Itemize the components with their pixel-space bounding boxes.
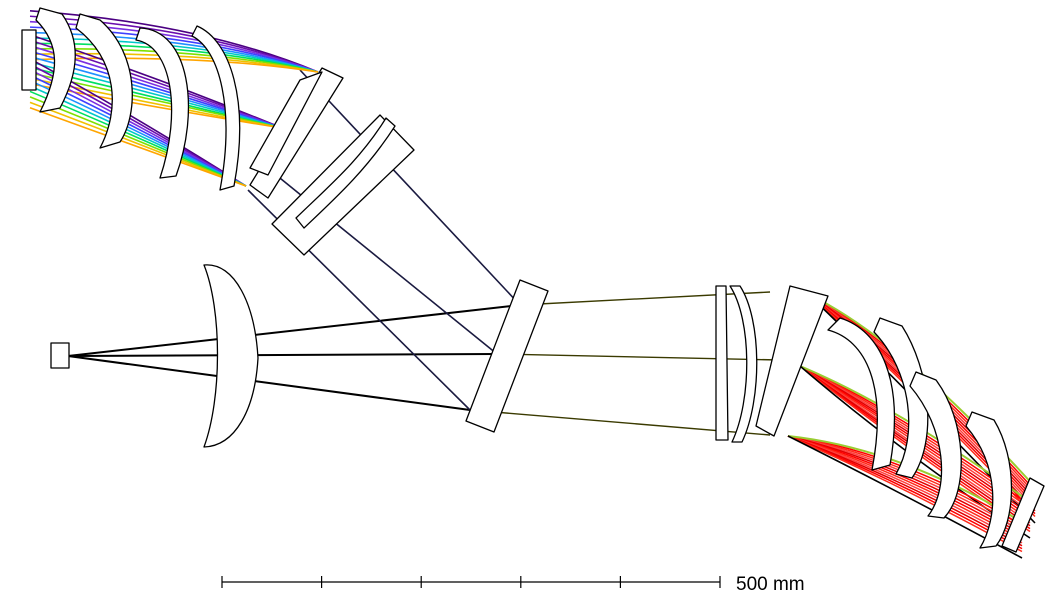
object-source-box <box>50 342 70 369</box>
optical-elements <box>21 7 1045 553</box>
blue-arm-lens-c <box>249 71 323 176</box>
ray-blue-channel <box>29 107 247 187</box>
ray-blue-channel <box>29 26 319 73</box>
red-arm-lens-a <box>715 285 729 441</box>
ray-reflected <box>299 69 521 306</box>
ray-black-main <box>67 304 521 357</box>
ray-blue-channel <box>29 101 247 187</box>
red-arm-lens-d <box>827 317 896 471</box>
blue-arm-detector <box>21 29 37 91</box>
blue-arm-lens-meniscus <box>295 117 396 229</box>
ray-transmitted <box>519 291 771 306</box>
red-arm-lens-g <box>965 411 1013 549</box>
scale-bar-label: 500 mm <box>736 574 805 595</box>
blue-arm-lens-g <box>35 7 76 113</box>
red-arm-lens-e <box>873 317 929 479</box>
scale-bar-ticks <box>221 576 721 588</box>
ray-black-main <box>67 355 471 411</box>
scale-bar: 500 mm <box>221 574 805 595</box>
dichroic-beamsplitter <box>465 279 549 433</box>
red-arm-lens-c <box>755 285 829 437</box>
field-lens <box>203 264 259 448</box>
ray-blue-channel <box>29 31 319 73</box>
blue-arm-lens-f <box>75 13 133 149</box>
blue-arm-lens-d <box>191 25 241 191</box>
red-arm-lens-f <box>909 371 962 519</box>
main-black-rays <box>67 69 781 436</box>
red-arm-lens-b <box>729 285 758 443</box>
ray-black-main <box>67 353 498 357</box>
red-arm-detector <box>1001 477 1045 553</box>
ray-transmitted <box>496 353 781 361</box>
blue-arm-lens-e <box>135 27 190 179</box>
